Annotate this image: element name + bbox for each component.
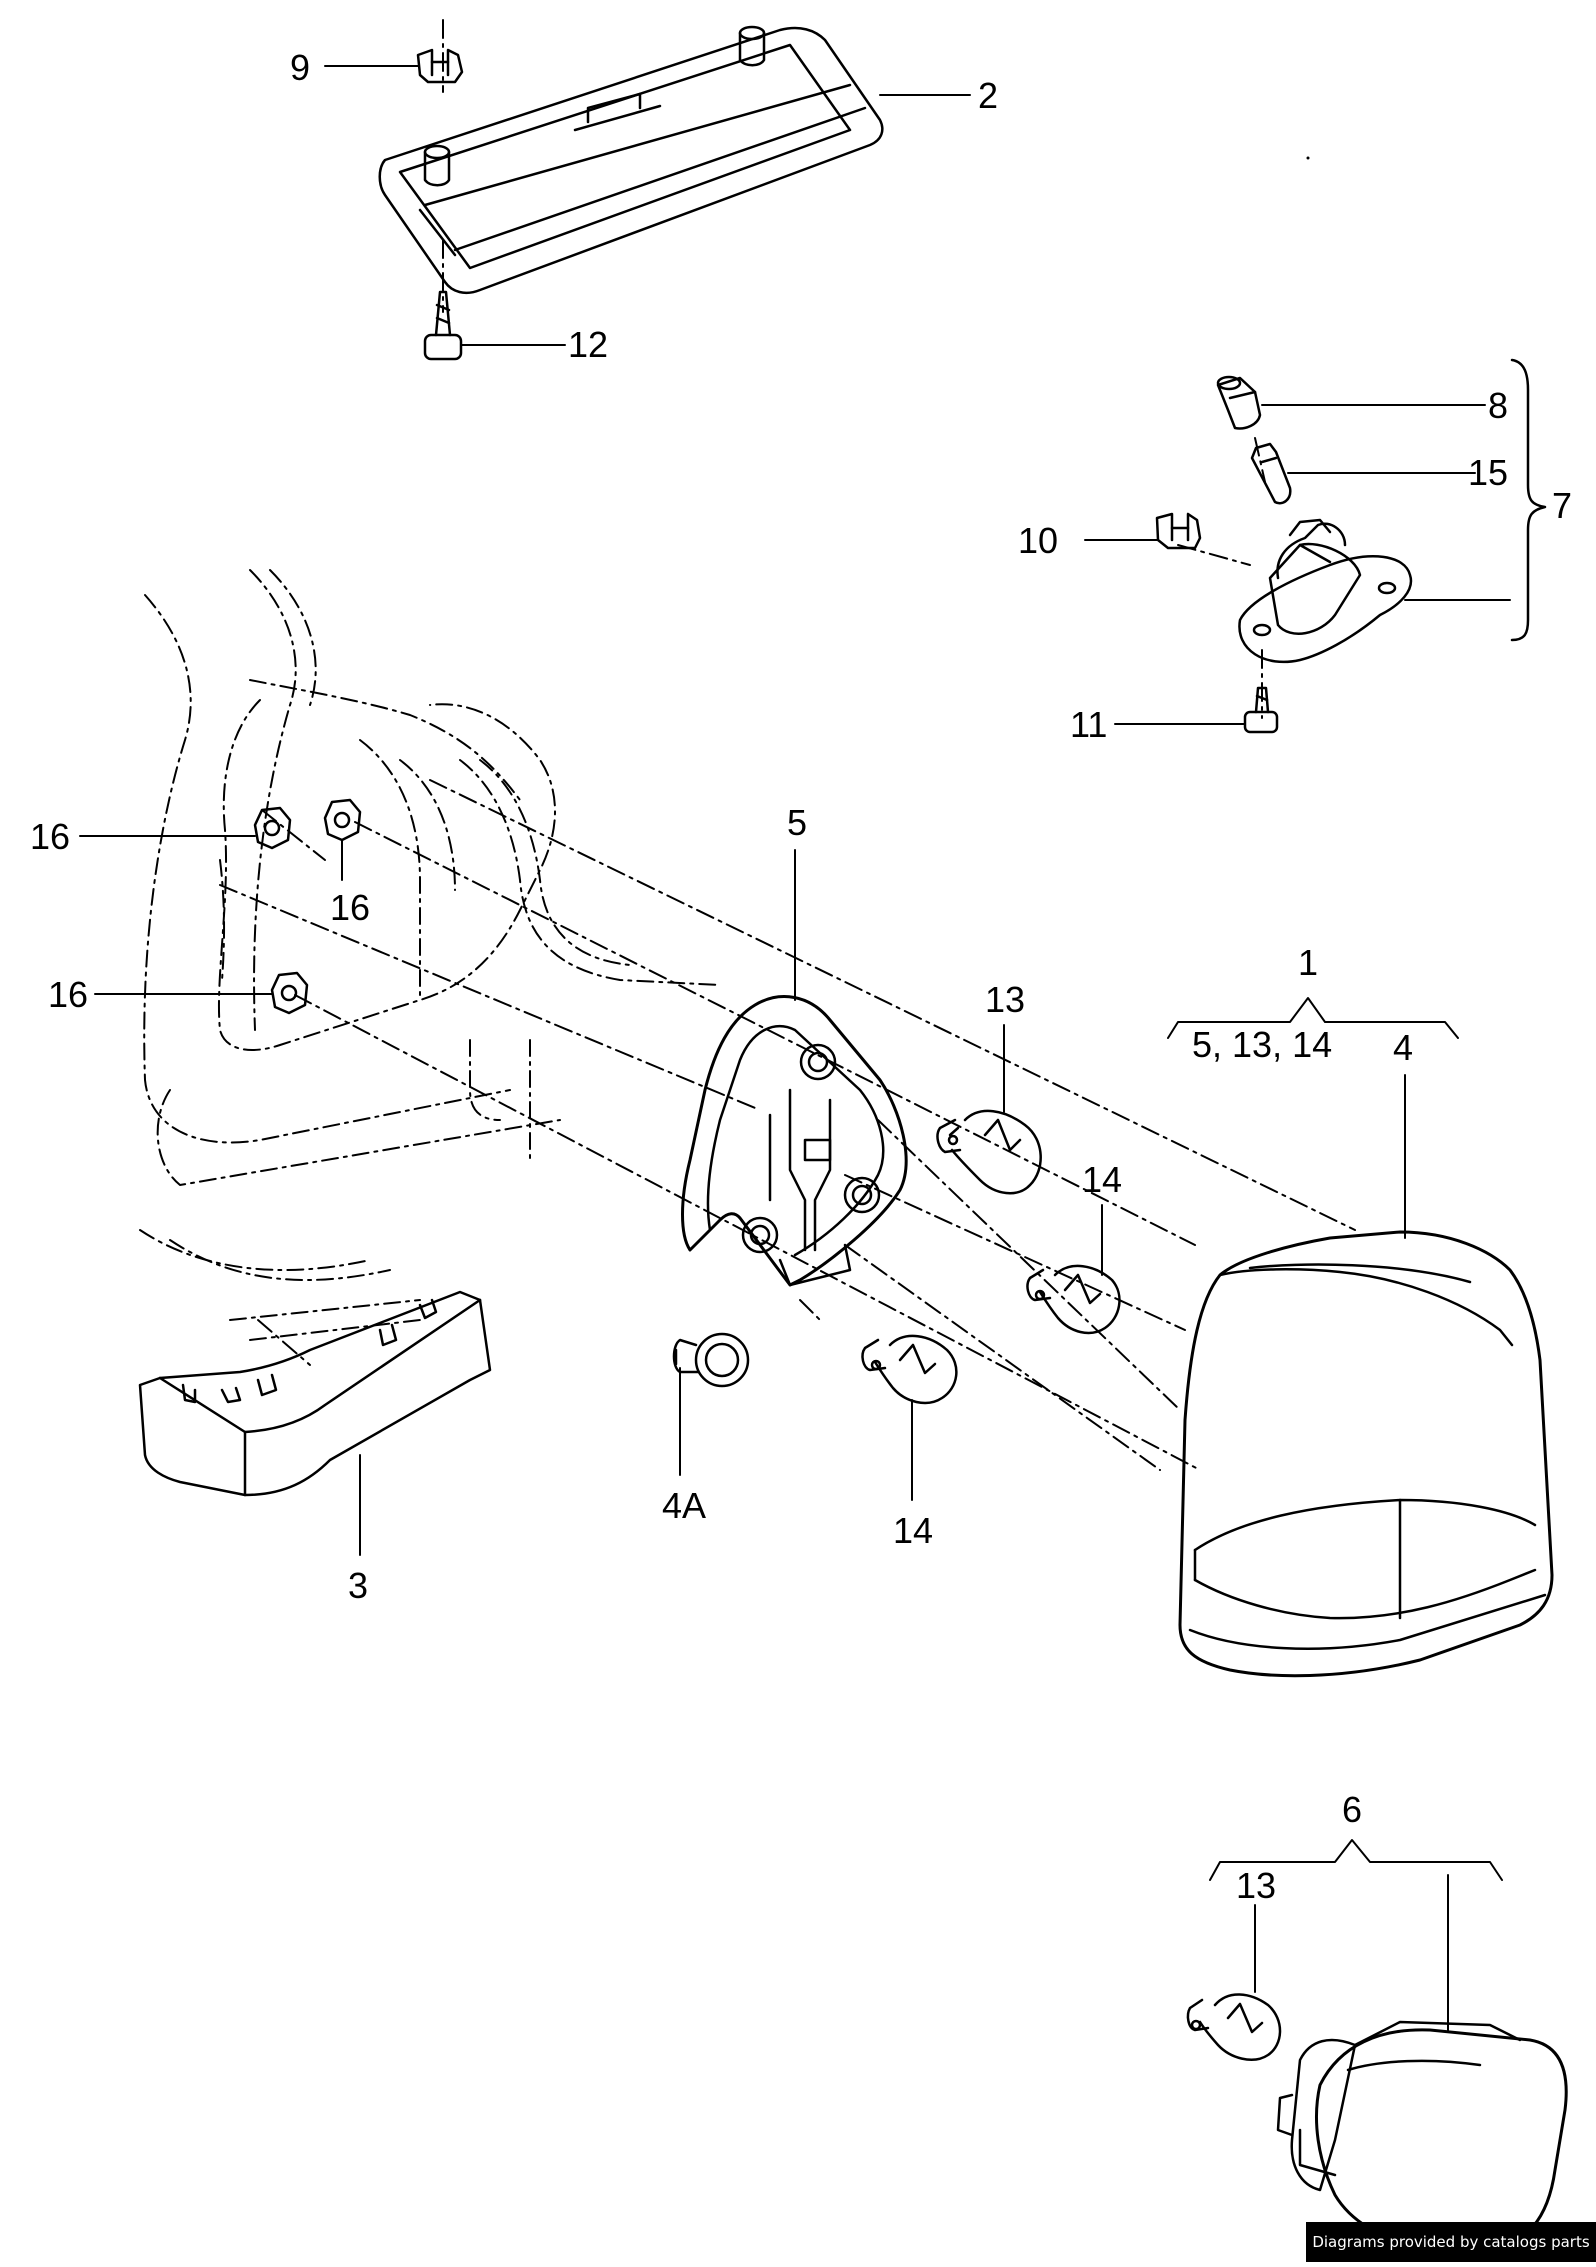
part-grommet-4a <box>672 1332 750 1388</box>
callout-11: 11 <box>1070 704 1107 745</box>
part-bulb-13a <box>936 1109 1042 1195</box>
part-clip-9 <box>416 48 464 84</box>
callout-14a: 14 <box>1082 1159 1122 1200</box>
part-bulb-13b <box>1186 1993 1282 2061</box>
callout-labels: 9 2 12 8 15 7 10 11 16 16 16 5 1 5, 13, … <box>30 47 1572 1906</box>
part-bulb-15 <box>1250 442 1292 505</box>
brace-1 <box>1167 997 1459 1039</box>
part-nut-16c <box>270 971 309 1015</box>
callout-2: 2 <box>978 75 998 116</box>
callout-13b: 13 <box>1236 1865 1276 1906</box>
part-clip-10 <box>1155 512 1202 550</box>
callout-13a: 13 <box>985 979 1025 1020</box>
part-screw-12 <box>423 290 463 361</box>
part-side-marker <box>138 1290 492 1497</box>
callout-4a: 4A <box>662 1485 706 1526</box>
part-nut-16b <box>323 798 362 842</box>
callout-10: 10 <box>1018 520 1058 561</box>
callout-1: 1 <box>1298 942 1318 983</box>
callout-12: 12 <box>568 324 608 365</box>
part-tail-lamp-lens <box>1178 1230 1554 1678</box>
part-socket-8 <box>1216 375 1262 430</box>
part-fog-lamp <box>1276 2020 1568 2250</box>
callout-16c: 16 <box>48 974 88 1015</box>
part-bulb-14a <box>1026 1264 1121 1335</box>
callout-14b: 14 <box>893 1510 933 1551</box>
credit-banner: Diagrams provided by catalogs parts <box>1306 2222 1596 2262</box>
callout-16a: 16 <box>30 816 70 857</box>
callout-leaders <box>79 65 1511 2033</box>
callout-15: 15 <box>1468 452 1508 493</box>
callout-6: 6 <box>1342 1789 1362 1830</box>
part-high-mount-brake-light <box>378 25 884 294</box>
body-outline <box>139 569 721 1341</box>
callout-16b: 16 <box>330 887 370 928</box>
callout-9: 9 <box>290 47 310 88</box>
part-screw-11 <box>1243 686 1279 734</box>
part-bulb-carrier <box>681 995 908 1287</box>
callout-7: 7 <box>1552 485 1572 526</box>
part-license-plate-light <box>1238 518 1413 664</box>
callout-1-contents: 5, 13, 14 <box>1192 1024 1332 1065</box>
callout-4: 4 <box>1393 1027 1413 1068</box>
part-nut-16a <box>253 806 292 850</box>
bracket-7 <box>1510 358 1547 642</box>
part-bulb-14b <box>861 1334 958 1405</box>
brace-6 <box>1209 1839 1503 1881</box>
stray-dot <box>1306 156 1310 160</box>
callout-5: 5 <box>787 802 807 843</box>
assembly-leaders <box>219 19 1356 1471</box>
callout-8: 8 <box>1488 385 1508 426</box>
callout-3: 3 <box>348 1565 368 1606</box>
